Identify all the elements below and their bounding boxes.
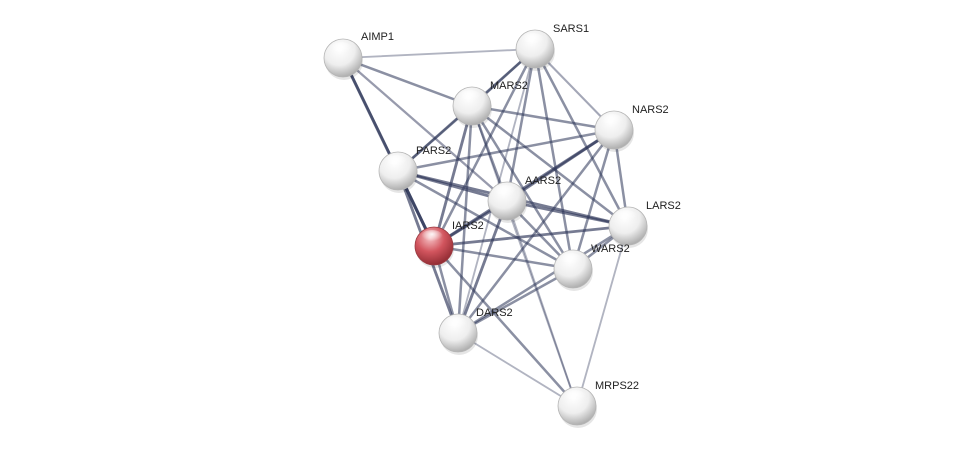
node-lars2[interactable]: LARS2 [608,200,681,248]
edge-dars2-mrps22[interactable] [457,332,578,407]
node-aimp1[interactable]: AIMP1 [323,31,394,80]
node-mrps22[interactable]: MRPS22 [557,380,639,428]
node-highlight [459,90,481,104]
node-label: LARS2 [646,200,681,212]
edge-aars2-lars2[interactable] [505,199,630,228]
edge-iars2-wars2[interactable] [432,244,575,271]
node-mars2[interactable]: MARS2 [452,80,528,128]
edge-wars2-dars2[interactable] [456,267,575,335]
edge-aimp1-sars1[interactable] [342,48,536,59]
node-highlight [385,155,407,169]
node-label: AIMP1 [361,31,394,43]
edge-iars2-lars2[interactable] [432,224,630,248]
edge-pars2-wars2[interactable] [396,169,575,271]
node-label: MARS2 [490,80,528,92]
node-highlight [522,33,544,47]
node-highlight [601,114,623,128]
node-nars2[interactable]: NARS2 [594,104,669,152]
edge-aars2-mrps22[interactable] [506,200,578,407]
edge-lars2-dars2[interactable] [456,224,630,335]
node-highlight [564,390,586,404]
edge-aars2-dars2[interactable] [456,199,509,335]
node-wars2[interactable]: WARS2 [553,243,630,291]
edge-mars2-nars2[interactable] [470,104,616,132]
node-highlight [494,185,516,199]
edge-aimp1-mars2[interactable] [341,56,474,108]
node-label: NARS2 [632,104,669,116]
edge-sars1-lars2[interactable] [533,47,630,228]
node-label: IARS2 [452,220,484,232]
node-highlight [445,317,467,331]
node-sars1[interactable]: SARS1 [515,23,589,71]
node-label: DARS2 [476,307,513,319]
edge-sars1-aars2[interactable] [505,47,537,203]
node-dars2[interactable]: DARS2 [438,307,513,355]
node-label: SARS1 [553,23,589,35]
node-highlight [615,210,637,224]
edge-nars2-wars2[interactable] [571,128,616,271]
edge-sars1-iars2[interactable] [432,47,537,248]
edge-aimp1-aars2[interactable] [341,56,509,203]
nodes-layer: AIMP1 SARS1MARS2NARS2PARS2AARS2LARS2IARS2… [323,23,681,428]
node-label: MRPS22 [595,380,639,392]
node-pars2[interactable]: PARS2 [378,145,451,193]
edge-iars2-mrps22[interactable] [432,244,579,408]
node-label: PARS2 [416,145,451,157]
edge-nars2-pars2[interactable] [396,128,616,173]
node-iars2[interactable]: IARS2 [414,220,484,268]
edge-mars2-dars2[interactable] [456,104,474,335]
edge-mars2-lars2[interactable] [470,104,630,228]
node-label: WARS2 [591,243,630,255]
node-highlight [421,230,443,244]
edge-lars2-mrps22[interactable] [576,225,629,407]
edge-mars2-mrps22[interactable] [471,105,578,407]
node-aars2[interactable]: AARS2 [487,175,561,223]
edge-mars2-iars2[interactable] [432,104,474,248]
node-label: AARS2 [525,175,561,187]
node-highlight [330,42,352,56]
node-highlight [560,253,582,267]
